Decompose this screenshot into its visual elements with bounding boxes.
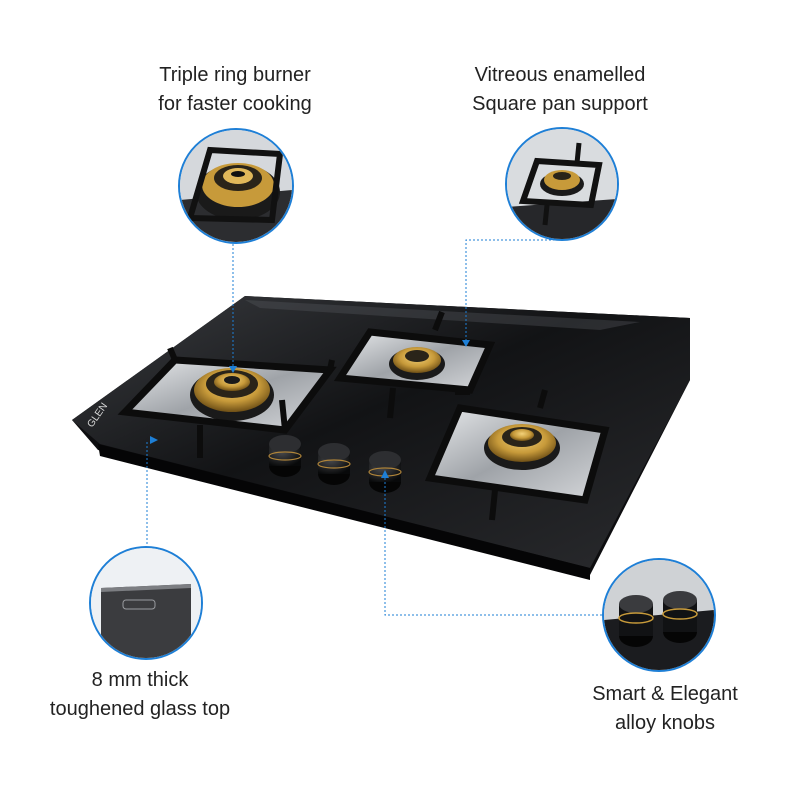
- knob-1: [268, 435, 302, 477]
- leader-markers: [150, 340, 470, 478]
- caption-line: Square pan support: [472, 93, 648, 115]
- glass-top-caption: 8 mm thick toughened glass top: [20, 666, 260, 724]
- caption-line: Triple ring burner: [159, 64, 311, 86]
- caption-line: 8 mm thick: [91, 669, 189, 691]
- small-burner: [333, 310, 496, 419]
- knob-2: [317, 443, 351, 485]
- pan-support-caption: Vitreous enamelled Square pan support: [440, 61, 680, 119]
- caption-line: Smart & Elegant: [592, 683, 738, 705]
- pan-support-callout: [505, 127, 619, 241]
- caption-line: alloy knobs: [614, 712, 716, 734]
- knobs-callout: [602, 558, 716, 672]
- caption-line: for faster cooking: [158, 93, 312, 115]
- triple-ring-burner-caption: Triple ring burner for faster cooking: [120, 61, 350, 119]
- triple-ring-burner: [117, 346, 337, 458]
- caption-line: toughened glass top: [49, 698, 231, 720]
- large-burner: [424, 389, 610, 521]
- caption-line: Vitreous enamelled: [474, 64, 646, 86]
- knobs-caption: Smart & Elegant alloy knobs: [545, 680, 785, 738]
- glass-top-callout: [89, 546, 203, 660]
- triple-ring-burner-callout: [178, 128, 294, 244]
